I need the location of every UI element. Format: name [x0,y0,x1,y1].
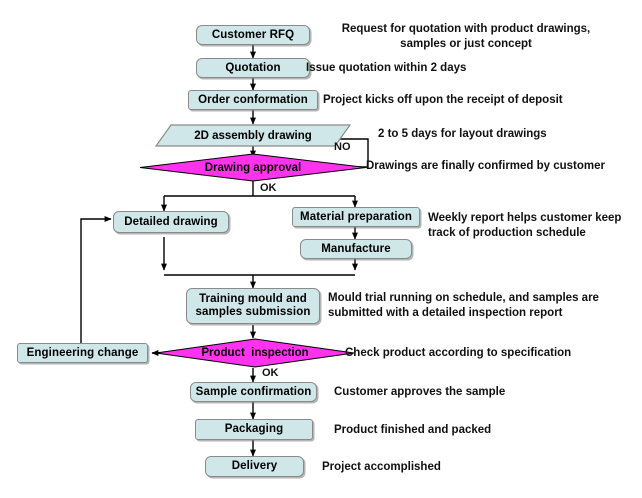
edge-label-ok-drawing: OK [260,182,277,194]
note-quotation: Issue quotation within 2 days [306,62,467,74]
note-packaging: Product finished and packed [334,424,492,436]
node-label: Drawing approval [204,161,302,174]
node-label: Manufacture [321,242,391,255]
decision-shape [155,338,355,368]
node-engineering-change[interactable]: Engineering change [17,343,148,363]
node-label: Engineering change [26,346,139,359]
node-material-preparation[interactable]: Material preparation [292,207,420,227]
note-product-inspection: Check product according to specification [345,347,572,359]
note-material-preparation: Weekly report helps customer keep track … [428,212,622,239]
node-label: 2D assembly drawing [194,129,312,142]
note-customer-rfq: Request for quotation with product drawi… [341,23,591,50]
edge-engchange-to-detailed [80,216,112,343]
note-drawing-approval: Drawings are finally confirmed by custom… [366,160,606,172]
note-sample-confirmation: Customer approves the sample [334,386,506,398]
decision-shape [139,153,367,182]
note-delivery: Project accomplished [322,461,441,473]
node-label: Quotation [225,61,281,74]
node-training-mould[interactable]: Training mould and samples submission [186,288,320,324]
note-training-mould: Mould trial running on schedule, and sam… [328,292,599,319]
node-2d-assembly-drawing[interactable]: 2D assembly drawing [155,124,351,147]
node-label: Detailed drawing [124,215,218,228]
edge-label-ok-inspection: OK [262,367,279,379]
edge-label-no: NO [334,141,351,153]
node-packaging[interactable]: Packaging [195,419,313,440]
node-label: Training mould and samples submission [195,293,311,318]
node-customer-rfq[interactable]: Customer RFQ [196,25,310,45]
node-detailed-drawing[interactable]: Detailed drawing [113,211,229,233]
note-2d-assembly: 2 to 5 days for layout drawings [378,128,547,140]
node-quotation[interactable]: Quotation [196,58,310,78]
node-label: Product inspection [201,347,309,359]
node-sample-confirmation[interactable]: Sample confirmation [190,382,317,402]
node-order-conformation[interactable]: Order conformation [188,90,318,110]
node-label: Customer RFQ [211,28,295,41]
node-label: Packaging [224,423,284,435]
parallelogram-shape [155,124,351,147]
node-label: Sample confirmation [195,385,312,398]
node-label: Delivery [231,460,278,472]
node-manufacture[interactable]: Manufacture [300,239,412,259]
note-order-conformation: Project kicks off upon the receipt of de… [323,94,563,106]
node-label: Order conformation [198,93,308,106]
node-label: Material preparation [300,210,412,223]
node-drawing-approval[interactable]: Drawing approval [139,153,367,182]
node-product-inspection[interactable]: Product inspection [155,338,355,368]
node-delivery[interactable]: Delivery [205,456,304,477]
